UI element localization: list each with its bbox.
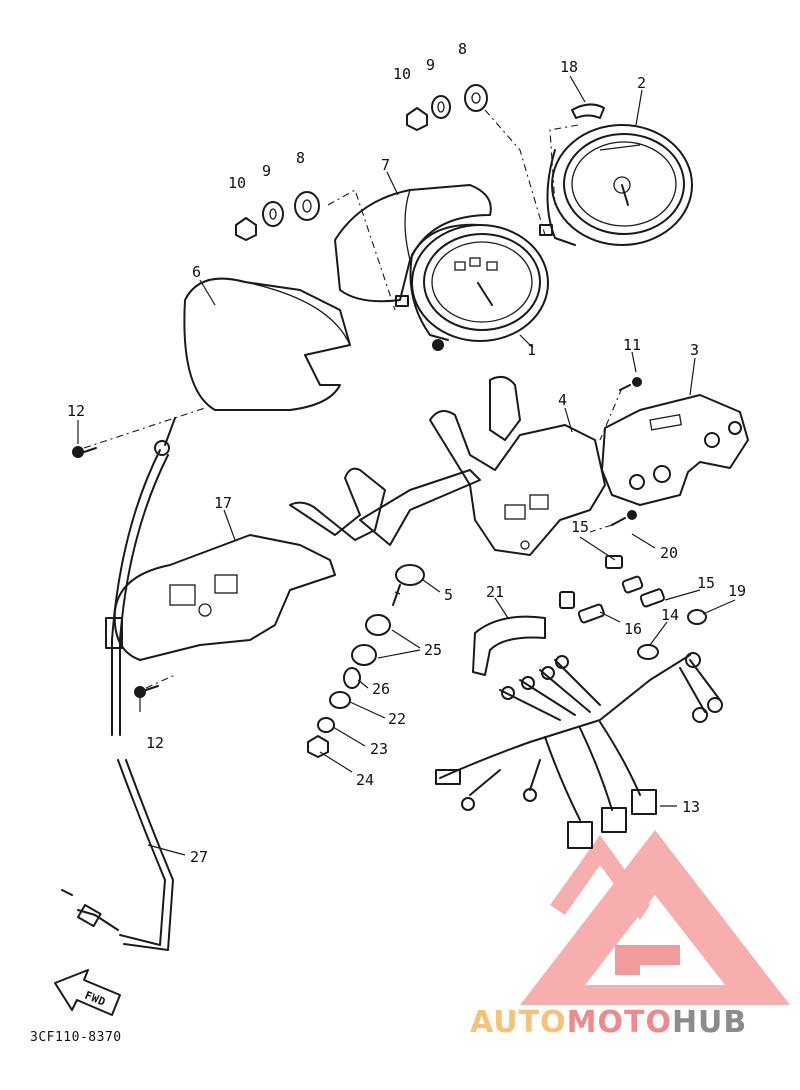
- meter-case-6: [183, 277, 351, 411]
- fwd-arrow: FWD: [54, 969, 121, 1016]
- callout-19: 19: [728, 582, 746, 600]
- callout-11: 11: [623, 336, 641, 354]
- meter-case-7: [334, 184, 492, 303]
- callout-13: 13: [682, 798, 700, 816]
- callout-24: 24: [356, 771, 374, 789]
- callout-21: 21: [486, 583, 504, 601]
- callout-25: 25: [424, 641, 442, 659]
- guide-lines: [83, 109, 623, 689]
- watermark-m-shape: [550, 835, 650, 920]
- callout-22: 22: [388, 710, 406, 728]
- callout-10-upper: 10: [393, 65, 411, 83]
- callout-18: 18: [560, 58, 578, 76]
- callout-14: 14: [661, 606, 679, 624]
- bolt-5: [392, 564, 425, 606]
- drawing-code: 3CF110-8370: [30, 1030, 122, 1045]
- watermark-word-auto: AUTO: [470, 1005, 567, 1040]
- grommets: [307, 614, 391, 758]
- callout-4: 4: [558, 391, 567, 409]
- tachometer-assembly: [539, 124, 693, 246]
- speedometer-cable-27: [61, 417, 176, 951]
- screw-11: [619, 377, 642, 391]
- lower-cover-17: [113, 467, 481, 661]
- callout-5: 5: [444, 586, 453, 604]
- pad-21: [472, 615, 546, 676]
- meter-bracket-3: [601, 394, 749, 506]
- washers-lower: [235, 191, 320, 241]
- callout-20: 20: [660, 544, 678, 562]
- callout-12-lower: 12: [146, 734, 164, 752]
- callout-12-upper: 12: [67, 402, 85, 420]
- callout-26: 26: [372, 680, 390, 698]
- callout-2: 2: [637, 74, 646, 92]
- indicator-housing-4: [429, 375, 606, 556]
- callout-27: 27: [190, 848, 208, 866]
- screw-12-lower: [134, 685, 159, 698]
- watermark-brand: AUTOMOTOHUB: [470, 1005, 747, 1040]
- leader-lines: [77, 75, 736, 856]
- callout-15-lower: 15: [697, 574, 715, 592]
- callout-labels: 1 2 3 4 5 6 7 8 8 9 9 10 10 11 12 12 13 …: [67, 40, 746, 866]
- screw-20: [611, 510, 637, 526]
- callout-9-lower: 9: [262, 162, 271, 180]
- callout-8-upper: 8: [458, 40, 467, 58]
- watermark-g-mark: [615, 945, 680, 975]
- watermark-word-hub: HUB: [672, 1005, 747, 1040]
- screw-12-upper: [72, 446, 97, 458]
- watermark-word-moto: MOTO: [567, 1005, 672, 1040]
- callout-7: 7: [381, 156, 390, 174]
- fwd-arrow-label: FWD: [83, 989, 108, 1009]
- callout-16: 16: [624, 620, 642, 638]
- callout-9-upper: 9: [426, 56, 435, 74]
- callout-17: 17: [214, 494, 232, 512]
- callout-3: 3: [690, 341, 699, 359]
- callout-8-lower: 8: [296, 149, 305, 167]
- wire-harness-13: [435, 652, 723, 849]
- callout-15-upper: 15: [571, 518, 589, 536]
- callout-1: 1: [527, 341, 536, 359]
- washers-upper: [406, 84, 488, 131]
- callout-10-lower: 10: [228, 174, 246, 192]
- watermark-logo: [520, 830, 790, 1005]
- callout-23: 23: [370, 740, 388, 758]
- callout-6: 6: [192, 263, 201, 281]
- clamp-18: [571, 103, 605, 119]
- bulb-sockets: [559, 555, 707, 660]
